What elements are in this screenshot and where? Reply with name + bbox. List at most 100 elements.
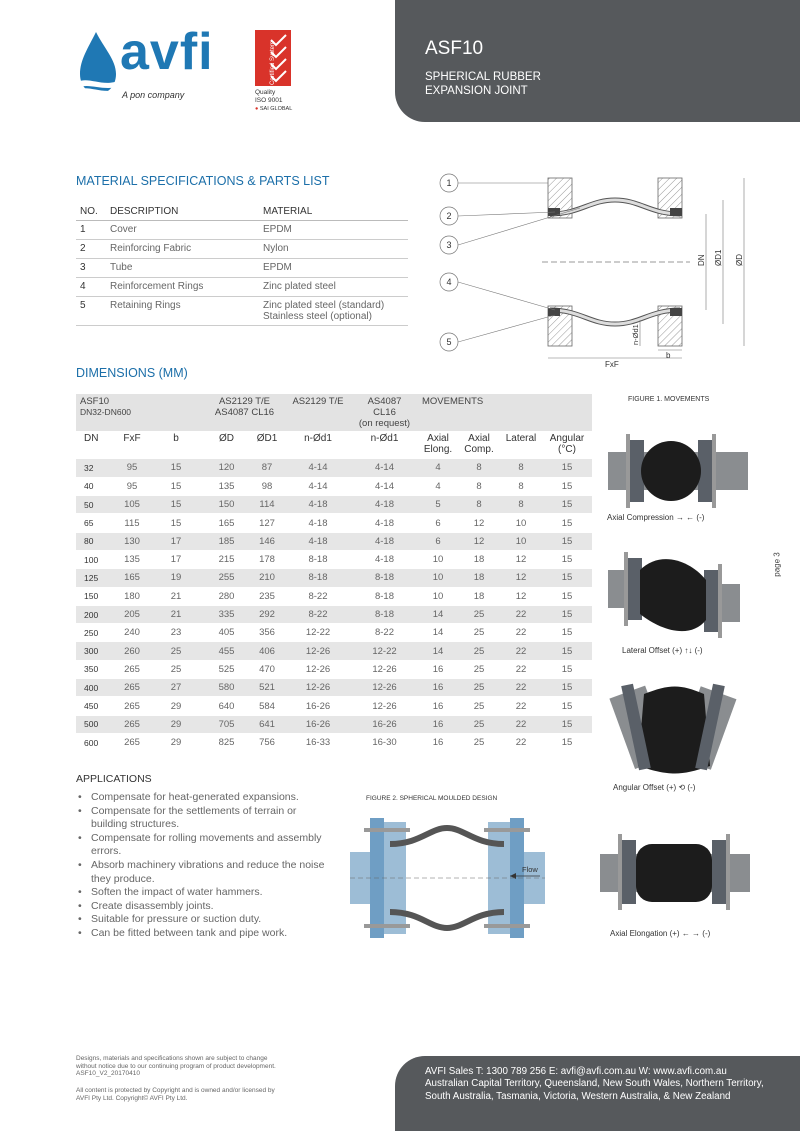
callout-4-label: 4 [446, 277, 451, 287]
cell: 3 [76, 258, 106, 278]
table-cell: 12 [500, 568, 542, 588]
table-cell: 16-30 [351, 733, 418, 753]
materials-title: MATERIAL SPECIFICATIONS & PARTS LIST [76, 174, 330, 188]
table-cell: 260 [116, 641, 148, 661]
as4087-line2: (on request) [358, 418, 411, 429]
table-cell: 16-26 [285, 715, 351, 734]
table-cell: 15 [542, 495, 592, 515]
table-cell: 29 [148, 715, 204, 734]
table-cell: 15 [148, 513, 204, 533]
table-cell: 8-18 [351, 587, 418, 606]
cell: EPDM [259, 258, 408, 278]
table-cell: 4-14 [351, 459, 418, 478]
table-cell: 16 [418, 678, 458, 698]
table-cell: 12-22 [351, 641, 418, 661]
callout-2-label: 2 [446, 211, 451, 221]
table-cell: 150 [76, 587, 116, 606]
table-cell: 25 [148, 660, 204, 680]
table-cell: 4-18 [351, 532, 418, 551]
callout-1 [439, 173, 459, 193]
table-cell: 12-26 [351, 696, 418, 716]
table-cell: 205 [116, 605, 148, 625]
table-cell: 8-18 [351, 568, 418, 588]
table-cell: 15 [542, 623, 592, 643]
table-cell: 17 [148, 550, 204, 570]
table-cell: 22 [500, 696, 542, 716]
table-cell: 80 [76, 532, 116, 551]
table-cell: 335 [204, 605, 249, 625]
table-cell: 15 [542, 733, 592, 753]
cert-quality: Quality [255, 89, 276, 96]
angular-label: Angular Offset (+) [613, 783, 677, 792]
table-cell: 22 [500, 715, 542, 734]
callout-5 [439, 332, 459, 352]
callout-3 [439, 235, 459, 255]
table-cell: 15 [542, 550, 592, 570]
table-cell: 27 [148, 678, 204, 698]
table-cell: 15 [542, 532, 592, 551]
table-cell: 21 [148, 587, 204, 606]
table-cell: 25 [458, 696, 500, 716]
table-cell: 350 [76, 660, 116, 680]
table-cell: 10 [418, 550, 458, 570]
axial-elong-label: Axial Elongation (+) [610, 929, 680, 938]
table-cell: 4-18 [285, 495, 351, 515]
col-no: NO. [76, 203, 106, 221]
table-cell: 95 [116, 459, 148, 478]
footer-line-regions-2: South Australia, Tasmania, Victoria, Wes… [425, 1090, 731, 1102]
table-cell: 180 [116, 587, 148, 606]
brand-wordmark: avfi [120, 23, 214, 81]
table-cell: 300 [76, 641, 116, 661]
table-cell: 240 [116, 623, 148, 643]
table-cell: 265 [116, 678, 148, 698]
arrow-icon: → ← [675, 513, 695, 522]
table-cell: 19 [148, 568, 204, 588]
list-item: Suitable for pressure or suction duty. [76, 913, 326, 927]
caption-axial-elongation: Axial Elongation (+) ← → (-) [610, 929, 710, 938]
cell: Zinc plated steel [259, 277, 408, 297]
dim-fxf: FxF [605, 360, 619, 369]
table-cell: 8 [458, 477, 500, 497]
table-cell: 15 [542, 587, 592, 606]
water-drop-icon [78, 32, 120, 96]
minus-label: (-) [687, 783, 696, 792]
as2129-line1: AS2129 T/E [218, 396, 271, 407]
table-cell: 105 [116, 495, 148, 515]
disclaimer: Designs, materials and specifications sh… [76, 1055, 336, 1078]
col-axial-elong: Axial Elong. [418, 431, 458, 459]
table-cell: 185 [204, 532, 249, 551]
page-title: ASF10 [425, 38, 484, 59]
table-cell: 8 [500, 477, 542, 497]
cell: Nylon [259, 239, 408, 259]
dimensions-col-header: DN FxF b ØD ØD1 n-Ød1 n-Ød1 Axial Elong.… [76, 431, 592, 459]
table-cell: 12 [458, 532, 500, 551]
joint-axial-elongation [600, 834, 750, 910]
table-cell: 500 [76, 715, 116, 734]
dim-dn: DN [697, 254, 706, 266]
as4087-line1: AS4087 CL16 [367, 396, 402, 418]
table-cell: 12 [458, 513, 500, 533]
header-bar [395, 0, 800, 122]
table-cell: 215 [204, 550, 249, 570]
arrow-icon: ← → [681, 929, 701, 938]
copyright-line: AVFI Pty Ltd. Copyright© AVFI Pty Ltd. [76, 1094, 188, 1102]
table-cell: 40 [76, 477, 116, 497]
table-cell: 25 [458, 715, 500, 734]
cell: EPDM [259, 220, 408, 240]
table-cell: 29 [148, 696, 204, 716]
minus-label: (-) [694, 646, 703, 655]
table-cell: 21 [148, 605, 204, 625]
dim-b: b [666, 351, 671, 360]
table-cell: 146 [249, 532, 285, 551]
